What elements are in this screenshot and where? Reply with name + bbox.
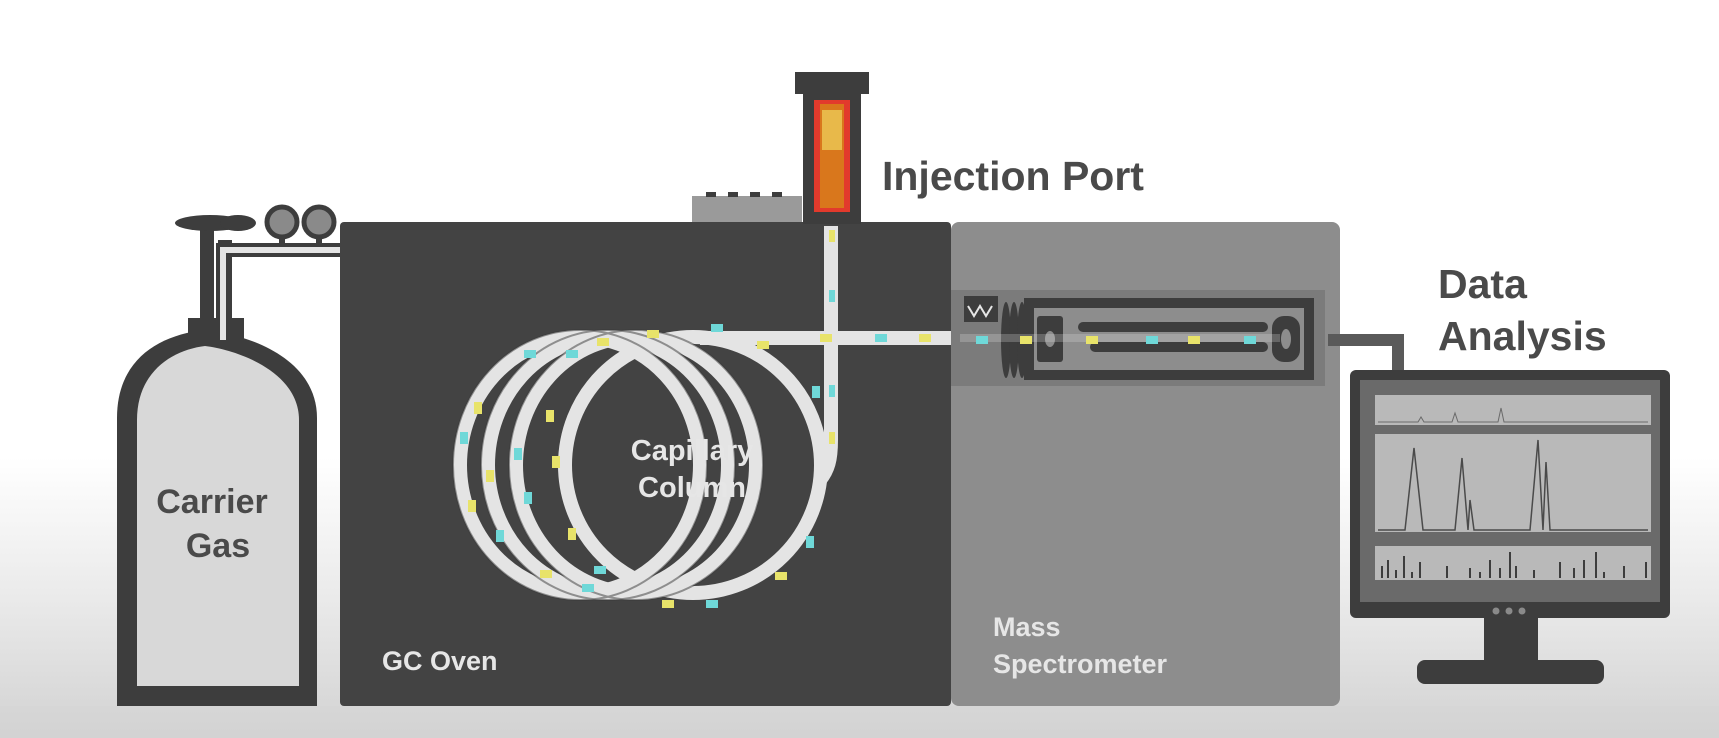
data-analysis-monitor: Data Analysis [1350, 261, 1670, 684]
monitor-button [1505, 607, 1513, 615]
monitor-neck [1484, 618, 1538, 662]
capillary-label-line1: Capillary [631, 435, 754, 467]
gauge-stem [279, 236, 285, 244]
mass-spectrum-bars [1381, 552, 1647, 578]
ion-band [976, 336, 988, 344]
oven-top-plate [692, 196, 802, 224]
oven-vent [728, 192, 738, 197]
monitor-button [1492, 607, 1500, 615]
injection-port: Injection Port [795, 72, 1144, 224]
quadrupole-rod [1078, 322, 1268, 332]
data-analysis-label-line2: Analysis [1438, 313, 1607, 359]
chromatogram-trace [1378, 439, 1648, 531]
injector-liner-glow [822, 110, 842, 150]
analyte-bands [460, 230, 931, 608]
oven-vent [772, 192, 782, 197]
oven-vent [706, 192, 716, 197]
ion-band [1244, 336, 1256, 344]
carrier-gas-label-line1: Carrier [156, 483, 268, 521]
data-analysis-label-line1: Data [1438, 261, 1528, 307]
chromatogram-panel [1375, 434, 1651, 532]
capillary-column: Capillary Column [452, 226, 960, 608]
injection-port-label: Injection Port [882, 153, 1144, 199]
ion-band [1086, 336, 1098, 344]
spectrum-panel-top [1375, 395, 1651, 425]
cylinder-valve-cap-2 [220, 215, 256, 231]
pressure-gauge-icon [264, 204, 300, 240]
mass-spec-label-line1: Mass [993, 612, 1061, 642]
injector-cap [795, 72, 869, 94]
quadrupole-rod [1090, 342, 1268, 352]
detector-core [1281, 329, 1291, 349]
ion-lens [1001, 302, 1011, 378]
analyzer-entrance-hole [1045, 331, 1055, 347]
mass-spectrometer: Mass Spectrometer [951, 222, 1340, 706]
mass-spec-label-line2: Spectrometer [993, 649, 1168, 679]
spectrum-panel-bottom [1375, 546, 1651, 580]
oven-vent [750, 192, 760, 197]
ion-lens [1009, 302, 1019, 378]
cylinder-stem [200, 228, 214, 328]
ion-band [1020, 336, 1032, 344]
gauge-stem [316, 236, 322, 244]
ion-path [960, 334, 1280, 342]
monitor-button [1518, 607, 1526, 615]
analyzer-inner [1034, 308, 1304, 370]
cylinder-interior [137, 346, 299, 686]
ion-band [1146, 336, 1158, 344]
gc-oven-label: GC Oven [382, 646, 498, 676]
monitor-base [1417, 660, 1604, 684]
floor-shadow [0, 706, 1719, 738]
filament-icon [967, 304, 993, 318]
carrier-gas-cylinder: Carrier Gas [117, 204, 337, 706]
top-trace [1378, 407, 1648, 423]
pressure-gauge-icon [301, 204, 337, 240]
ion-band [1188, 336, 1200, 344]
data-cable [1328, 334, 1404, 378]
carrier-gas-label-line2: Gas [186, 527, 250, 565]
capillary-label-line2: Column [638, 472, 746, 504]
